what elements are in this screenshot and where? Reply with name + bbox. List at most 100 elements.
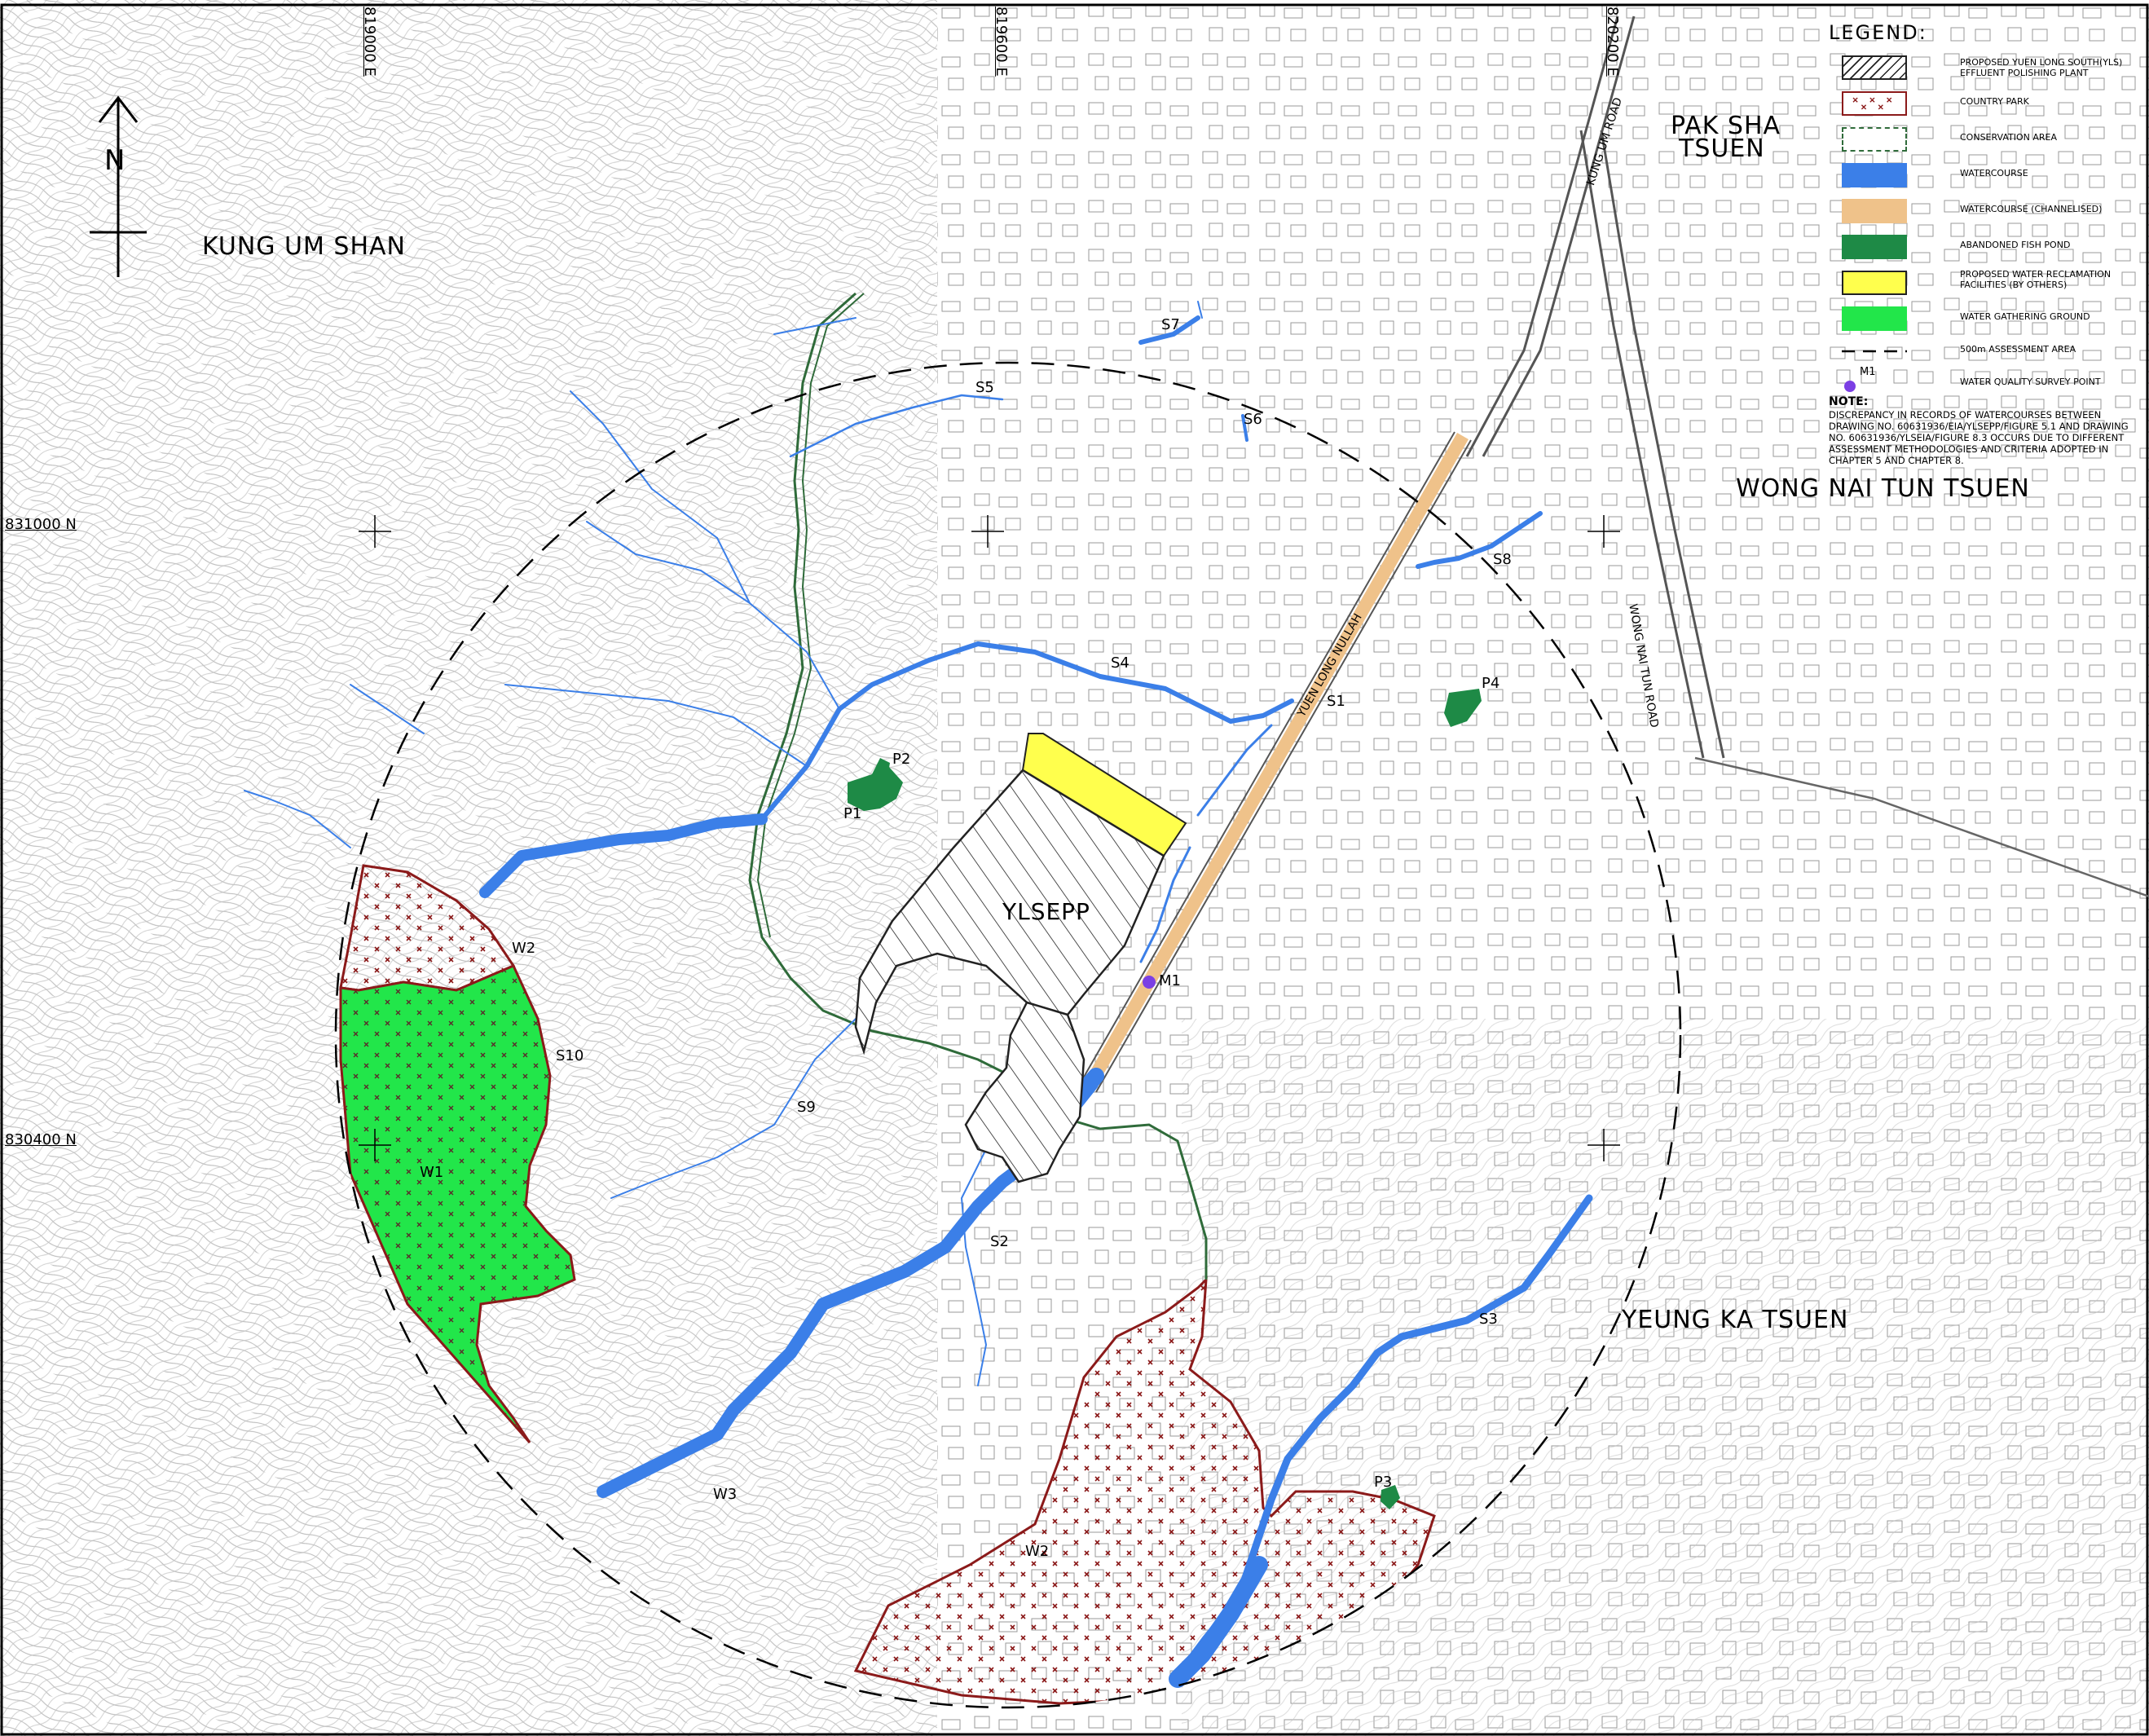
legend-row-reclamation: PROPOSED WATER RECLAMATION FACILITIES (B… [1842,267,2143,300]
place-pak-sha-2: TSUEN [1679,134,1765,163]
north-arrow-icon [90,95,147,277]
feature-label-s2: S2 [990,1233,1009,1250]
grid-easting-819600: 819600 E [993,7,1010,77]
legend-label-conservation: CONSERVATION AREA [1960,132,2058,143]
legend-row-gathering-ground: WATER GATHERING GROUND [1842,303,2143,336]
grid-northing-830400: 830400 N [5,1131,77,1148]
site-label-ylsepp: YLSEPP [1002,898,1090,925]
watercourse-s5 [789,394,1004,458]
legend-row-channelised: WATERCOURSE (CHANNELISED) [1842,196,2143,228]
place-pak-sha-1: PAK SHA [1671,112,1781,140]
legend-survey-symbol-label: M1 [1860,366,1876,378]
reclamation-facilities [1021,733,1187,857]
watercourse-s9-lower [610,1010,865,1199]
grid-easting-819000: 819000 E [361,7,378,77]
ylsepp-site-lower [964,1001,1086,1183]
feature-label-w2-south: W2 [1025,1543,1050,1560]
yuen-long-nullah-edge-2 [1095,439,1472,1093]
legend-swatch-crosses [1842,91,1907,116]
fish-pond-p4 [1444,689,1482,727]
road-east [1694,756,2149,898]
legend-label-reclamation: PROPOSED WATER RECLAMATION FACILITIES (B… [1960,269,2112,290]
feature-label-s4: S4 [1111,654,1130,672]
place-kung-um-shan: KUNG UM SHAN [202,232,406,261]
conservation-area-boundary-2 [756,293,865,938]
conservation-area-boundary [748,292,1208,1280]
feature-label-w2-north: W2 [512,940,536,957]
terrain-west-2 [0,0,937,1736]
kung-um-road-line [1465,15,1619,457]
assessment-area-500m [334,361,1682,1709]
feature-label-p2: P2 [892,751,911,768]
yuen-long-nullah-edge-1 [1079,431,1455,1085]
legend-row-ylsepp: PROPOSED YUEN LONG SOUTH(YLS) EFFLUENT P… [1842,52,2143,85]
legend-row-watercourse: WATERCOURSE [1842,160,2143,192]
watercourse-s9-branch [244,790,351,848]
legend-title: LEGEND: [1829,21,1927,44]
watercourse-s4-branch-a [716,537,840,710]
legend-label-country-park: COUNTRY PARK [1960,96,2029,107]
legend-label-watercourse: WATERCOURSE [1960,168,2028,178]
legend-row-fish-pond: ABANDONED FISH POND [1842,231,2143,264]
legend-row-country-park: COUNTRY PARK [1842,88,2143,121]
fish-pond-p1-p2 [848,766,903,811]
fish-pond-p3 [1381,1485,1400,1509]
feature-label-w1: W1 [420,1164,444,1181]
feature-label-s6: S6 [1244,411,1262,428]
legend-row-conservation: CONSERVATION AREA [1842,124,2143,156]
feature-label-w3: W3 [713,1486,738,1503]
wong-nai-tun-road-line-2 [1600,130,1725,759]
survey-point-label-m1: M1 [1159,972,1181,989]
north-label: N [104,144,126,177]
place-wong-nai-tun-tsuen: WONG NAI TUN TSUEN [1736,474,2030,503]
legend-swatch-fish-pond [1842,235,1907,259]
watercourse-s8 [1416,511,1543,569]
legend-note-text: DISCREPANCY IN RECORDS OF WATERCOURSES B… [1829,409,2129,466]
wong-nai-tun-road-line [1579,130,1705,759]
watercourse-s3-bottom [1169,1556,1268,1688]
watercourse-s5-upper [773,317,857,335]
kung-um-road-line-2 [1482,15,1636,457]
feature-label-s7: S7 [1161,316,1180,333]
grid-crosses [359,515,1620,1161]
ylsepp-site [854,769,1165,1055]
legend-row-survey-point: M1 WATER QUALITY SURVEY POINT [1842,366,2143,401]
grid-easting-820200: 820200 E [1604,7,1621,77]
legend-label-survey-point: WATER QUALITY SURVEY POINT [1960,377,2101,387]
watercourse-branch-north-a [570,390,718,539]
watercourse-s7-tail [1197,301,1203,319]
legend-swatch-channelised [1842,199,1907,223]
place-yeung-ka-tsuen: YEUNG KA TSUEN [1622,1306,1849,1334]
watercourse-s1-b [1139,846,1191,963]
feature-label-s10: S10 [556,1047,584,1064]
feature-label-s9: S9 [797,1099,816,1116]
feature-label-p1: P1 [843,805,862,822]
legend-swatch-reclamation [1842,271,1907,295]
legend-swatch-hatch [1842,55,1907,80]
legend-label-ylsepp: PROPOSED YUEN LONG SOUTH(YLS) EFFLUENT P… [1960,57,2123,78]
legend-label-fish-pond: ABANDONED FISH POND [1960,240,2071,250]
watercourse-s1 [1196,724,1273,817]
legend-row-assessment-area: 500m ASSESSMENT AREA [1842,336,2143,368]
legend-swatch-gathering [1842,306,1907,331]
legend-swatch-survey-dot [1844,381,1856,392]
legend-swatch-dashed-box [1842,127,1907,152]
survey-point-m1 [1143,976,1156,989]
fish-pond-p2-inlet [872,758,890,774]
watercourse-s6 [1241,414,1248,442]
legend-panel: LEGEND: PROPOSED YUEN LONG SOUTH(YLS) EF… [1825,16,2143,473]
legend-swatch-watercourse [1842,163,1907,187]
map-frame [0,3,2149,1736]
legend-label-assessment-area: 500m ASSESSMENT AREA [1960,344,2076,355]
feature-label-p4: P4 [1482,675,1500,692]
watercourse-s9 [479,813,768,898]
watercourse-s10 [350,684,425,734]
feature-label-p3: P3 [1374,1474,1393,1491]
feature-label-s3: S3 [1479,1311,1498,1328]
watercourses [244,301,1593,1688]
water-gathering-ground-w1 [339,964,576,1443]
watercourse-branch-north-b [586,521,751,604]
watercourse-west-trib [961,1148,987,1386]
